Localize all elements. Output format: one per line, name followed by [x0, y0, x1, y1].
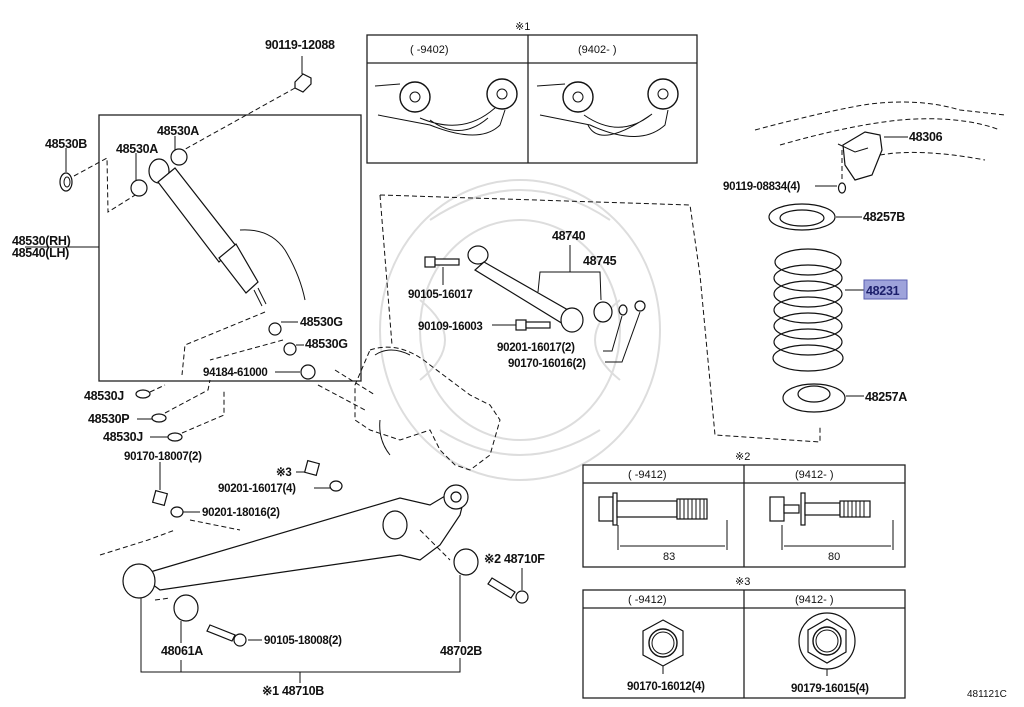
washer-90201-18016[interactable] — [170, 506, 184, 518]
inset-note1: ※1 ( -9402) (9402- ) — [366, 21, 698, 164]
label-48710b[interactable]: ※1 48710B — [262, 684, 325, 698]
label-90105-16017[interactable]: 90105-16017 — [408, 289, 473, 301]
inset2-right-length: 80 — [828, 551, 840, 563]
label-90170-16016[interactable]: 90170-16016(2) — [508, 358, 586, 370]
label-bolt-top[interactable]: 90119-12088 — [265, 38, 335, 52]
label-shock-rh[interactable]: 48530(RH) — [12, 234, 71, 248]
label-48740[interactable]: 48740 — [552, 229, 586, 243]
control-arm-early — [374, 78, 518, 136]
label-90105-18008[interactable]: 90105-18008(2) — [264, 635, 342, 647]
label-48745[interactable]: 48745 — [583, 254, 617, 268]
insulator-48257a[interactable] — [782, 383, 846, 413]
label-48257a[interactable]: 48257A — [865, 390, 908, 404]
label-90119-08834[interactable]: 90119-08834(4) — [723, 181, 801, 193]
bushing-48530g-2[interactable] — [283, 342, 297, 356]
bolt-90119-08834[interactable] — [837, 182, 847, 194]
lateral-rod[interactable] — [467, 245, 584, 333]
label-48530a-upper[interactable]: 48530A — [157, 124, 200, 138]
inset-note2: ※2 ( -9412) (9412- ) 83 80 — [582, 451, 906, 568]
label-48530j-2[interactable]: 48530J — [103, 430, 144, 444]
bolt-90105-16017[interactable] — [424, 256, 460, 268]
label-90201-16017-4[interactable]: 90201-16017(4) — [218, 483, 296, 495]
inset1-right-header: (9402- ) — [578, 44, 617, 56]
nut-90170-18007[interactable] — [151, 489, 169, 507]
nut-note3[interactable] — [303, 459, 321, 477]
bolt-48710f[interactable] — [487, 577, 529, 604]
nut-94184[interactable] — [300, 364, 316, 380]
bolt-late — [769, 492, 871, 526]
nut-early — [642, 619, 684, 674]
label-48061a[interactable]: 48061A — [161, 644, 204, 658]
inset3-right-header: (9412- ) — [795, 594, 834, 606]
nut-late — [798, 612, 856, 676]
bushing-48530a-upper[interactable] — [170, 148, 188, 166]
control-arm[interactable] — [122, 484, 469, 599]
inset2-title: ※2 — [735, 451, 750, 463]
washer-48530j-1[interactable] — [135, 389, 151, 399]
highlight-48231 — [863, 279, 908, 300]
washer-48530p[interactable] — [151, 413, 167, 423]
control-arm-late — [536, 78, 679, 137]
label-48530p[interactable]: 48530P — [88, 412, 130, 426]
label-48710f[interactable]: ※2 48710F — [484, 552, 546, 566]
label-48231[interactable]: 48231 — [866, 284, 900, 298]
inset3-left-header: ( -9412) — [628, 594, 667, 606]
label-48530a-lower[interactable]: 48530A — [116, 142, 159, 156]
bolt-early — [598, 492, 708, 526]
inset2-right-header: (9412- ) — [795, 469, 834, 481]
label-48530g-1[interactable]: 48530G — [300, 315, 343, 329]
washer-90201-16017-2[interactable] — [618, 304, 628, 316]
nut-90170-16016[interactable] — [634, 300, 646, 312]
insulator-48257b[interactable] — [768, 203, 836, 231]
label-90170-18007[interactable]: 90170-18007(2) — [124, 451, 202, 463]
shock-absorber[interactable] — [148, 158, 267, 307]
shock-absorber-box — [98, 114, 362, 382]
inset2-left-header: ( -9412) — [628, 469, 667, 481]
label-94184[interactable]: 94184-61000 — [203, 367, 268, 379]
label-90201-16017-2[interactable]: 90201-16017(2) — [497, 342, 575, 354]
label-90109-16003[interactable]: 90109-16003 — [418, 321, 483, 333]
inset2-left-length: 83 — [663, 551, 675, 563]
inset1-title: ※1 — [515, 21, 530, 33]
washer-48530j-2[interactable] — [167, 432, 183, 442]
label-90201-18016[interactable]: 90201-18016(2) — [202, 507, 280, 519]
axle-housing — [317, 346, 501, 471]
bolt-top[interactable] — [294, 56, 312, 93]
inset3-left-part[interactable]: 90170-16012(4) — [627, 681, 705, 693]
label-note3-ref: ※3 — [276, 466, 291, 479]
inset-note3: ※3 ( -9412) (9412- ) 90170-16012(4) 9017… — [582, 576, 906, 699]
label-48530g-2[interactable]: 48530G — [305, 337, 348, 351]
label-48702b[interactable]: 48702B — [440, 644, 483, 658]
washer-90201-16017-4[interactable] — [329, 480, 343, 492]
bracket-48306[interactable] — [837, 131, 883, 181]
inset3-right-part[interactable]: 90179-16015(4) — [791, 683, 869, 695]
coil-spring-48231[interactable] — [772, 248, 844, 372]
label-48530j-1[interactable]: 48530J — [84, 389, 125, 403]
label-shock-lh[interactable]: 48540(LH) — [12, 246, 69, 260]
inset1-left-header: ( -9402) — [410, 44, 449, 56]
part-labels: 90119-12088 48530B 48530A 48530A 48530(R… — [12, 38, 943, 698]
bushing-48745[interactable] — [593, 301, 613, 323]
bushing-48530a-lower[interactable] — [130, 179, 148, 197]
inset3-title: ※3 — [735, 576, 750, 588]
label-48530b[interactable]: 48530B — [45, 137, 88, 151]
bushing-48530g-1[interactable] — [268, 322, 282, 336]
bolt-90109-16003[interactable] — [515, 319, 551, 331]
bolt-90105-18008[interactable] — [206, 624, 247, 647]
bushing-48702b[interactable] — [453, 548, 479, 576]
bushing-48061a[interactable] — [173, 594, 199, 622]
label-48306[interactable]: 48306 — [909, 130, 943, 144]
watermark — [379, 179, 661, 481]
label-48257b[interactable]: 48257B — [863, 210, 906, 224]
catalog-code: 481121C — [967, 689, 1007, 700]
